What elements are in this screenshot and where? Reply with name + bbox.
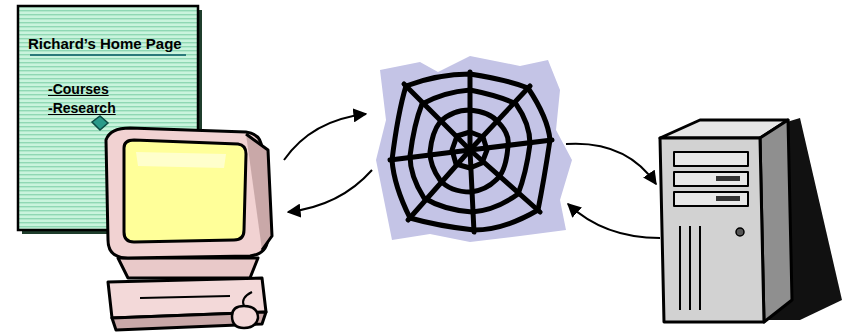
cursor — [92, 116, 108, 130]
page-title: Richard’s Home Page — [28, 35, 182, 52]
web-icon — [376, 56, 572, 242]
flow-arrows — [284, 114, 660, 238]
server-tower — [660, 118, 842, 322]
response-arrow — [568, 204, 660, 238]
page-link: -Courses — [48, 81, 109, 97]
title-rule — [30, 54, 186, 56]
request-arrow — [566, 144, 656, 184]
page-link: -Research — [48, 100, 116, 116]
response-arrow — [288, 170, 372, 212]
client-computer — [106, 128, 272, 330]
request-arrow — [284, 114, 366, 160]
home-page-document: Richard’s Home Page -Courses -Research — [18, 6, 198, 230]
